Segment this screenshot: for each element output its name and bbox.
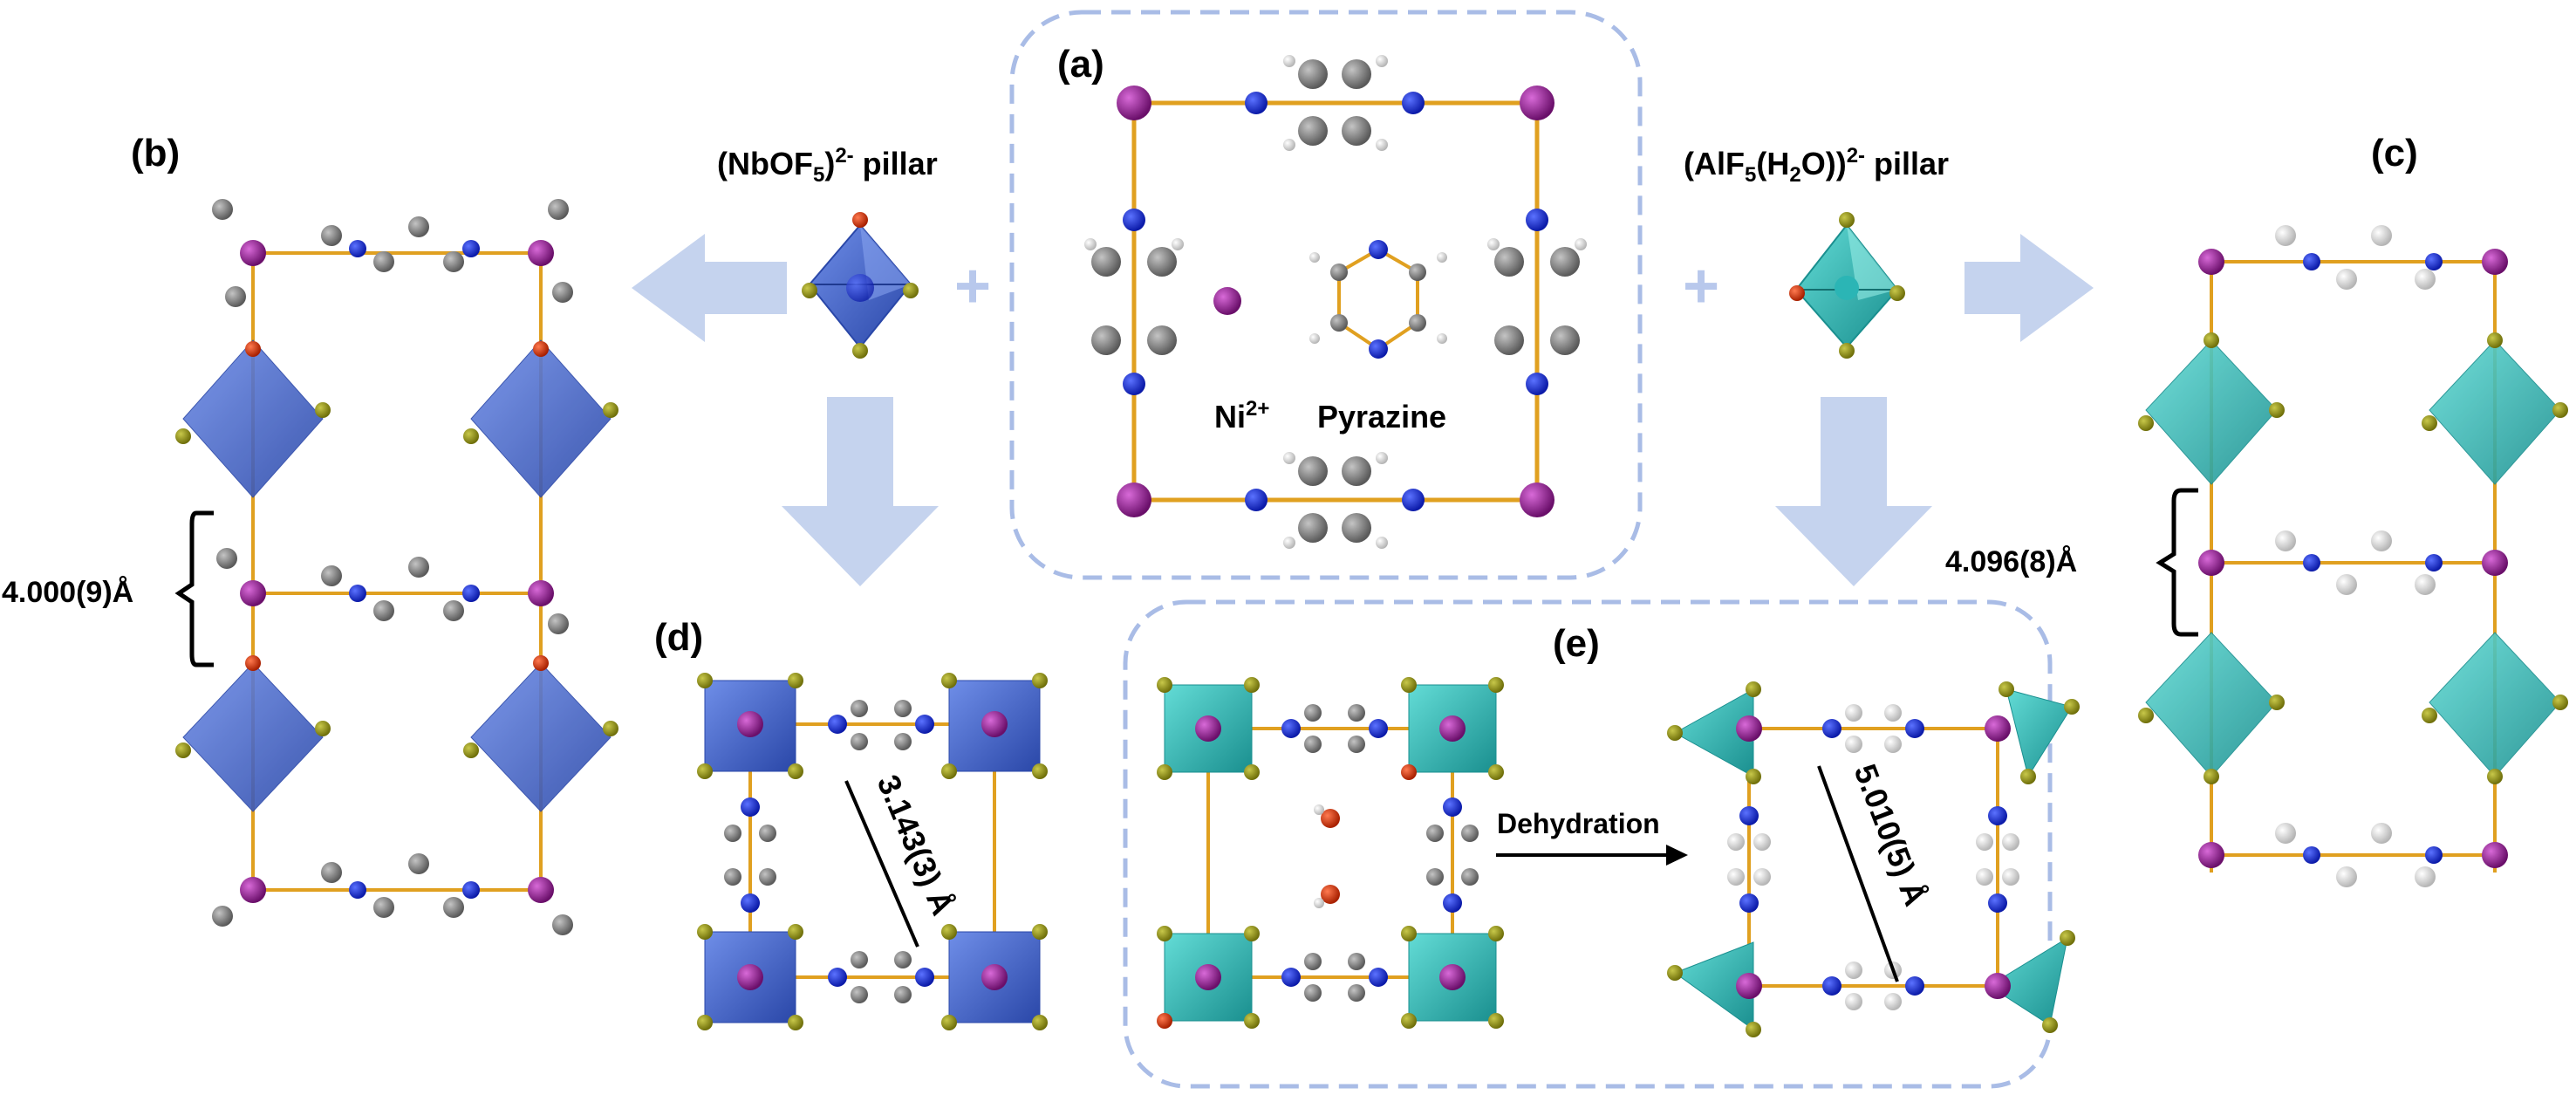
arrows bbox=[632, 234, 2094, 586]
pyrazine-bottom bbox=[1245, 452, 1425, 549]
panel-label-c: (c) bbox=[2371, 132, 2418, 175]
e-distance-line bbox=[1817, 765, 1899, 982]
panel-b-structure bbox=[174, 199, 618, 935]
pyrazine-layer bbox=[2275, 823, 2443, 887]
c-spacing-label: 4.096(8)Å bbox=[1945, 545, 2077, 578]
e-distance-label: 5.010(5) Å bbox=[1848, 759, 1934, 910]
pyrazine-layer bbox=[212, 199, 573, 307]
panel-e-structure bbox=[1157, 677, 2080, 1037]
pyrazine-left bbox=[1084, 209, 1184, 395]
pyrazine-layer bbox=[2275, 530, 2443, 595]
panel-a-frame bbox=[1009, 10, 1643, 580]
nb-pillar-label: (NbOF5)2- pillar bbox=[717, 144, 938, 187]
pyrazine-layer bbox=[216, 548, 569, 634]
arrow-right bbox=[1964, 234, 2094, 342]
water-molecule bbox=[1314, 804, 1340, 908]
panel-label-a: (a) bbox=[1057, 43, 1104, 86]
plus-signs: + + bbox=[954, 251, 1719, 321]
al-octahedron bbox=[2138, 332, 2568, 784]
plus-left: + bbox=[954, 251, 991, 321]
al-pillar-octahedron bbox=[1789, 212, 1905, 359]
pyrazine-right bbox=[1487, 209, 1587, 395]
dehydration-arrowhead bbox=[1666, 845, 1688, 866]
pyrazine-legend bbox=[1309, 240, 1447, 359]
d-distance-line bbox=[844, 780, 919, 948]
nb-octahedron bbox=[175, 339, 618, 812]
pyrazine-ring bbox=[724, 700, 934, 1003]
pyrazine-top bbox=[1245, 55, 1425, 151]
c-spacing-bracket bbox=[2156, 488, 2198, 637]
pyrazine-layer bbox=[2275, 225, 2443, 290]
ni-atom bbox=[1520, 482, 1554, 517]
panel-label-b: (b) bbox=[131, 132, 180, 175]
panel-label-e: (e) bbox=[1553, 622, 1600, 665]
panel-label-d: (d) bbox=[654, 616, 703, 659]
d-distance-label: 3.143(3) Å bbox=[871, 770, 961, 920]
al-octahedron bbox=[1157, 677, 1504, 1029]
b-spacing-bracket bbox=[174, 510, 214, 667]
arrow-down-right bbox=[1775, 397, 1932, 586]
ni-atom bbox=[1520, 86, 1554, 120]
pyrazine-ring bbox=[1727, 704, 2019, 1010]
pyrazine-layer bbox=[212, 853, 573, 935]
panel-a-structure bbox=[1084, 55, 1587, 549]
panel-e-frame bbox=[1123, 599, 2053, 1089]
ni-atom bbox=[1117, 86, 1151, 120]
dehydration-label: Dehydration bbox=[1497, 808, 1660, 839]
b-spacing-label: 4.000(9)Å bbox=[2, 576, 133, 609]
al-pillar-label: (AlF5(H2O))2- pillar bbox=[1684, 144, 1949, 187]
ni-legend-atom bbox=[1213, 287, 1241, 315]
pyrazine-ring bbox=[1281, 704, 1479, 1002]
panel-d-structure bbox=[697, 673, 1048, 1030]
panel-c-structure bbox=[2138, 225, 2568, 887]
plus-right: + bbox=[1683, 251, 1719, 321]
nb-pillar-octahedron bbox=[802, 212, 919, 359]
pyrazine-label: Pyrazine bbox=[1317, 399, 1446, 435]
al-tetrahedron bbox=[1667, 681, 2080, 1037]
ni-atom bbox=[1117, 482, 1151, 517]
arrow-down-left bbox=[782, 397, 939, 586]
ni-label: Ni2+ bbox=[1214, 397, 1269, 435]
arrow-left bbox=[632, 234, 787, 342]
